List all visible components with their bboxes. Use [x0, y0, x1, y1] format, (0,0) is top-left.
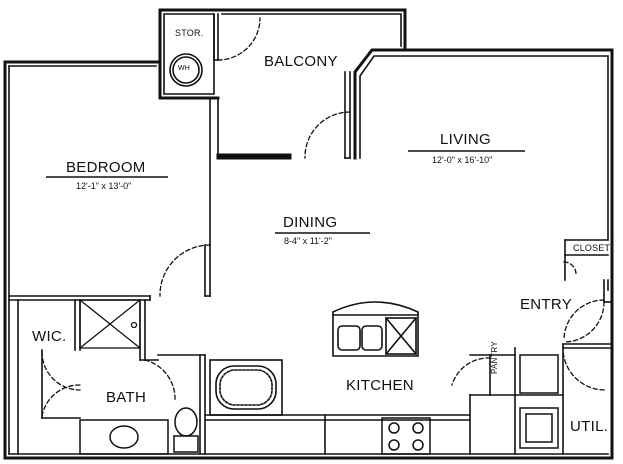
kitchen-island-icon [332, 301, 419, 357]
wic-label: WIC. [32, 328, 67, 345]
shower-icon [79, 299, 141, 349]
water-heater-icon [169, 53, 203, 87]
living-label: LIVING [440, 131, 491, 148]
balcony-label: BALCONY [264, 53, 338, 70]
door-swings [41, 17, 606, 417]
bath-label: BATH [106, 389, 147, 406]
dining-label: DINING [283, 214, 338, 231]
pantry-label: PANTRY [490, 341, 499, 374]
bedroom-dimensions: 12'-1" x 13'-0" [76, 181, 132, 191]
interior-walls [8, 13, 613, 455]
closet-label: CLOSET [573, 243, 611, 253]
dining-dimensions: 8-4" x 11'-2" [284, 236, 332, 246]
toilet-icon [173, 407, 199, 453]
bathtub-icon [209, 359, 283, 416]
kitchen-label: KITCHEN [346, 377, 414, 394]
storage-label: STOR. [175, 28, 204, 38]
vanity-sink-icon [79, 419, 169, 455]
water-heater-label: WH [178, 65, 191, 72]
bedroom-label: BEDROOM [66, 159, 146, 176]
living-dimensions: 12'-0" x 16'-10" [432, 155, 493, 165]
stove-icon [381, 417, 431, 455]
exterior-walls [3, 8, 614, 460]
washer-dryer-icon [519, 354, 559, 449]
dimension-lines [46, 150, 525, 234]
entry-label: ENTRY [520, 296, 573, 313]
utility-label: UTIL. [570, 418, 609, 435]
